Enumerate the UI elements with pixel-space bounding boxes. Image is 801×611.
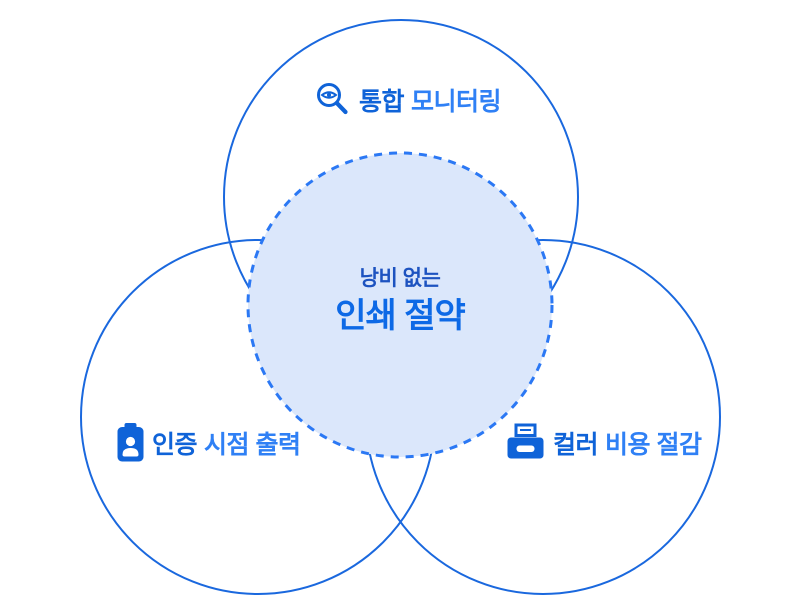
label-bottom-right-text: 컬러 비용 절감 xyxy=(553,425,702,461)
center-message-title: 인쇄 절약 xyxy=(335,297,466,335)
label-bottom-left-text: 인증 시점 출력 xyxy=(152,425,301,461)
label-word: 비용 절감 xyxy=(605,430,702,459)
printer-icon xyxy=(507,423,544,459)
label-word: 인증 xyxy=(152,430,198,459)
label-word: 시점 출력 xyxy=(204,430,301,459)
label-top-text: 통합 모니터링 xyxy=(359,82,502,118)
label-bottom-left-auth-print: 인증 시점 출력 xyxy=(117,423,301,462)
label-top-monitoring: 통합 모니터링 xyxy=(314,81,502,118)
magnifier-eye-icon xyxy=(317,83,348,115)
label-bottom-right-color-cost: 컬러 비용 절감 xyxy=(506,423,702,462)
center-message: 낭비 없는 인쇄 절약 xyxy=(335,264,466,338)
label-word: 통합 xyxy=(359,87,405,116)
label-word: 컬러 xyxy=(553,430,599,459)
id-badge-icon xyxy=(117,423,144,462)
label-word: 모니터링 xyxy=(411,87,502,116)
center-dashed-circle xyxy=(246,151,554,459)
center-message-subtitle: 낭비 없는 xyxy=(359,267,441,290)
